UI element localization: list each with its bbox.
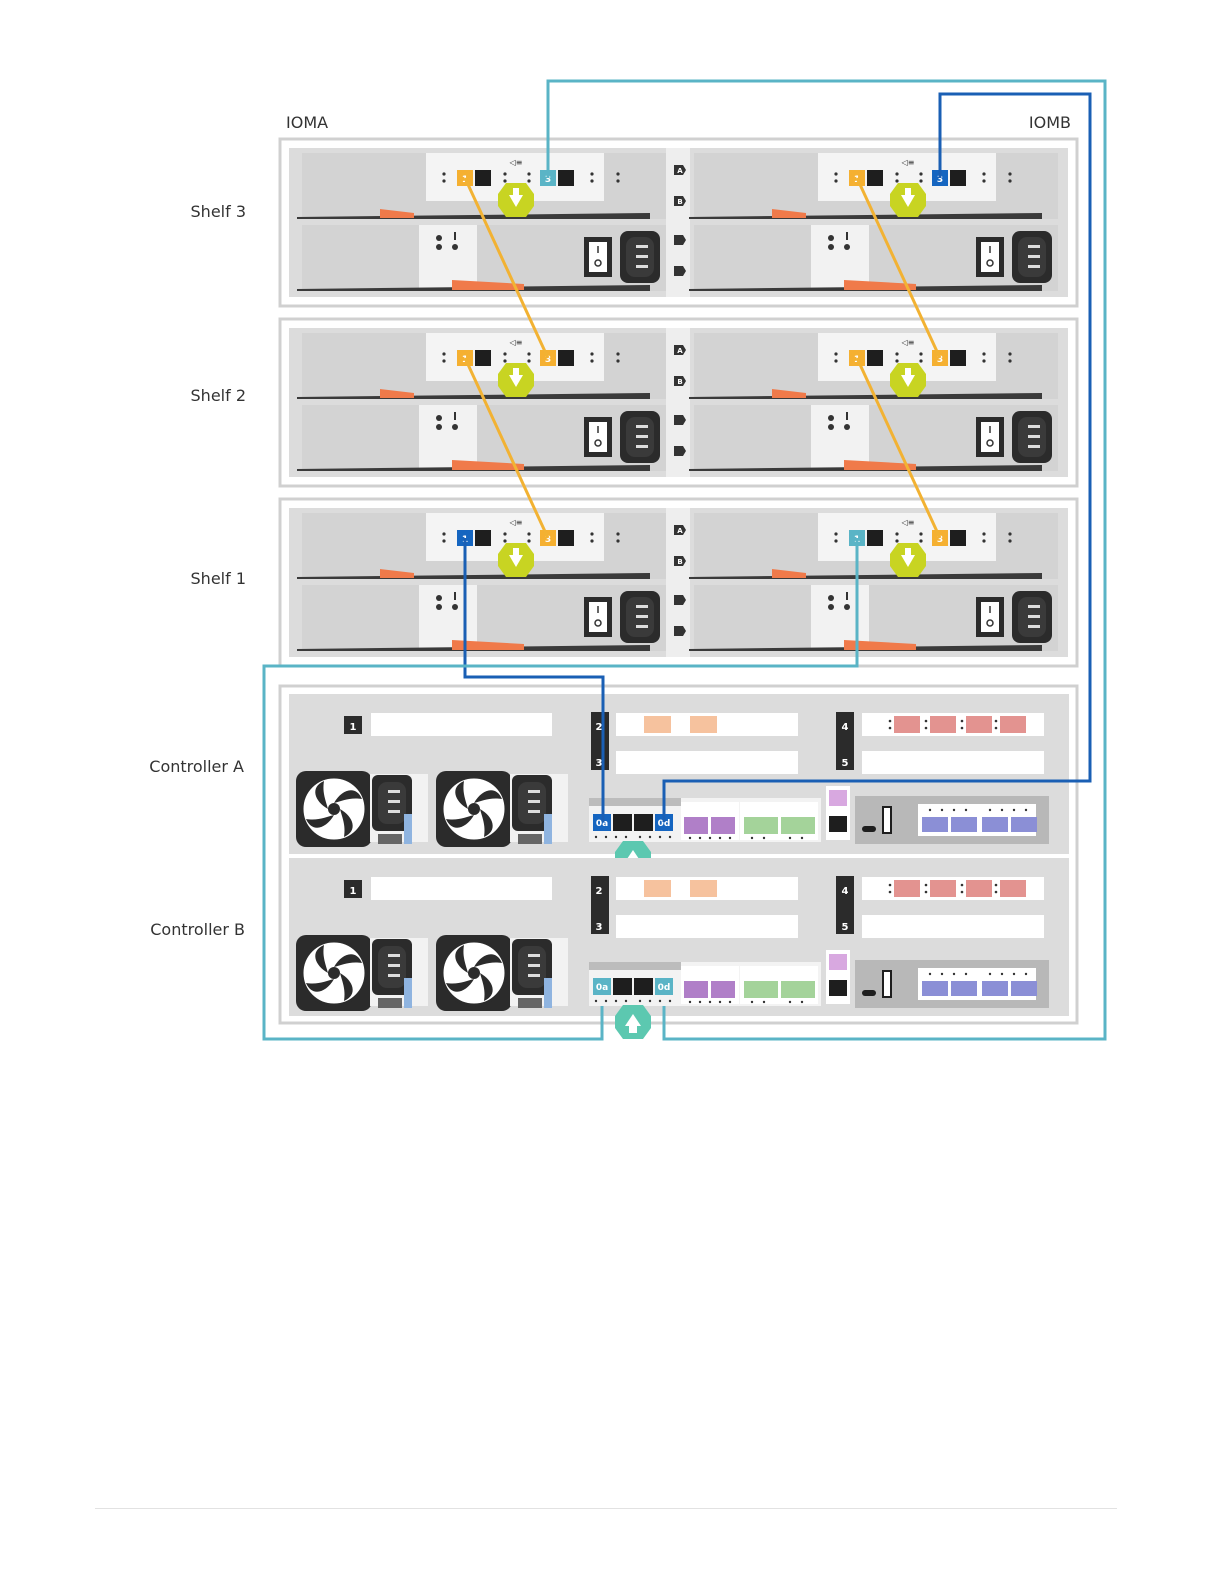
shelf-side-label-a: A [677, 527, 683, 535]
shelf-side-label-b: B [677, 378, 682, 386]
status-led-icon [890, 183, 926, 217]
slot-3-label: 3 [596, 922, 603, 933]
slot-3-label: 3 [596, 758, 603, 769]
ioma-label: IOMA [286, 113, 328, 132]
iomb-label: IOMB [1029, 113, 1071, 132]
shelf-side-label-b: B [677, 198, 682, 206]
status-led-icon [498, 183, 534, 217]
shelf-3-label: Shelf 3 [191, 202, 246, 221]
speaker-icon: ◁≡ [509, 158, 523, 167]
fan-2-icon [436, 771, 512, 847]
slot-5[interactable] [862, 751, 1044, 774]
slot-2-label: 2 [596, 722, 603, 733]
controller-led-icon [615, 1005, 651, 1039]
shelf-side-label-a: A [677, 347, 683, 355]
status-led-icon [498, 363, 534, 397]
port-0a-label: 0a [596, 983, 608, 993]
port-0d-label: 0d [658, 983, 671, 993]
slot-1[interactable] [371, 877, 552, 900]
speaker-icon: ◁≡ [901, 338, 915, 347]
status-led-icon [498, 543, 534, 577]
speaker-icon: ◁≡ [901, 158, 915, 167]
controller-b-label: Controller B [150, 920, 245, 939]
slot-4-label: 4 [842, 722, 849, 733]
speaker-icon: ◁≡ [901, 518, 915, 527]
fan-1-icon [296, 771, 372, 847]
slot-3[interactable] [616, 915, 798, 938]
slot-5[interactable] [862, 915, 1044, 938]
controller-a-label: Controller A [149, 757, 244, 776]
slot-2-label: 2 [596, 886, 603, 897]
status-led-icon [890, 543, 926, 577]
slot-4-label: 4 [842, 886, 849, 897]
slot-3[interactable] [616, 751, 798, 774]
fan-1-icon [296, 935, 372, 1011]
speaker-icon: ◁≡ [509, 338, 523, 347]
shelf-side-label-a: A [677, 167, 683, 175]
slot-5-label: 5 [842, 922, 849, 933]
slot-5-label: 5 [842, 758, 849, 769]
controller-b: 1 2 3 4 5 0a 0d [289, 858, 1069, 1039]
status-led-icon [890, 363, 926, 397]
footer-rule [95, 1508, 1117, 1509]
shelf-side-label-b: B [677, 558, 682, 566]
fan-2-icon [436, 935, 512, 1011]
speaker-icon: ◁≡ [509, 518, 523, 527]
shelf-1-label: Shelf 1 [191, 569, 246, 588]
slot-1-label: 1 [350, 886, 357, 897]
slot-1[interactable] [371, 713, 552, 736]
slot-1-label: 1 [350, 722, 357, 733]
shelf-2-label: Shelf 2 [191, 386, 246, 405]
